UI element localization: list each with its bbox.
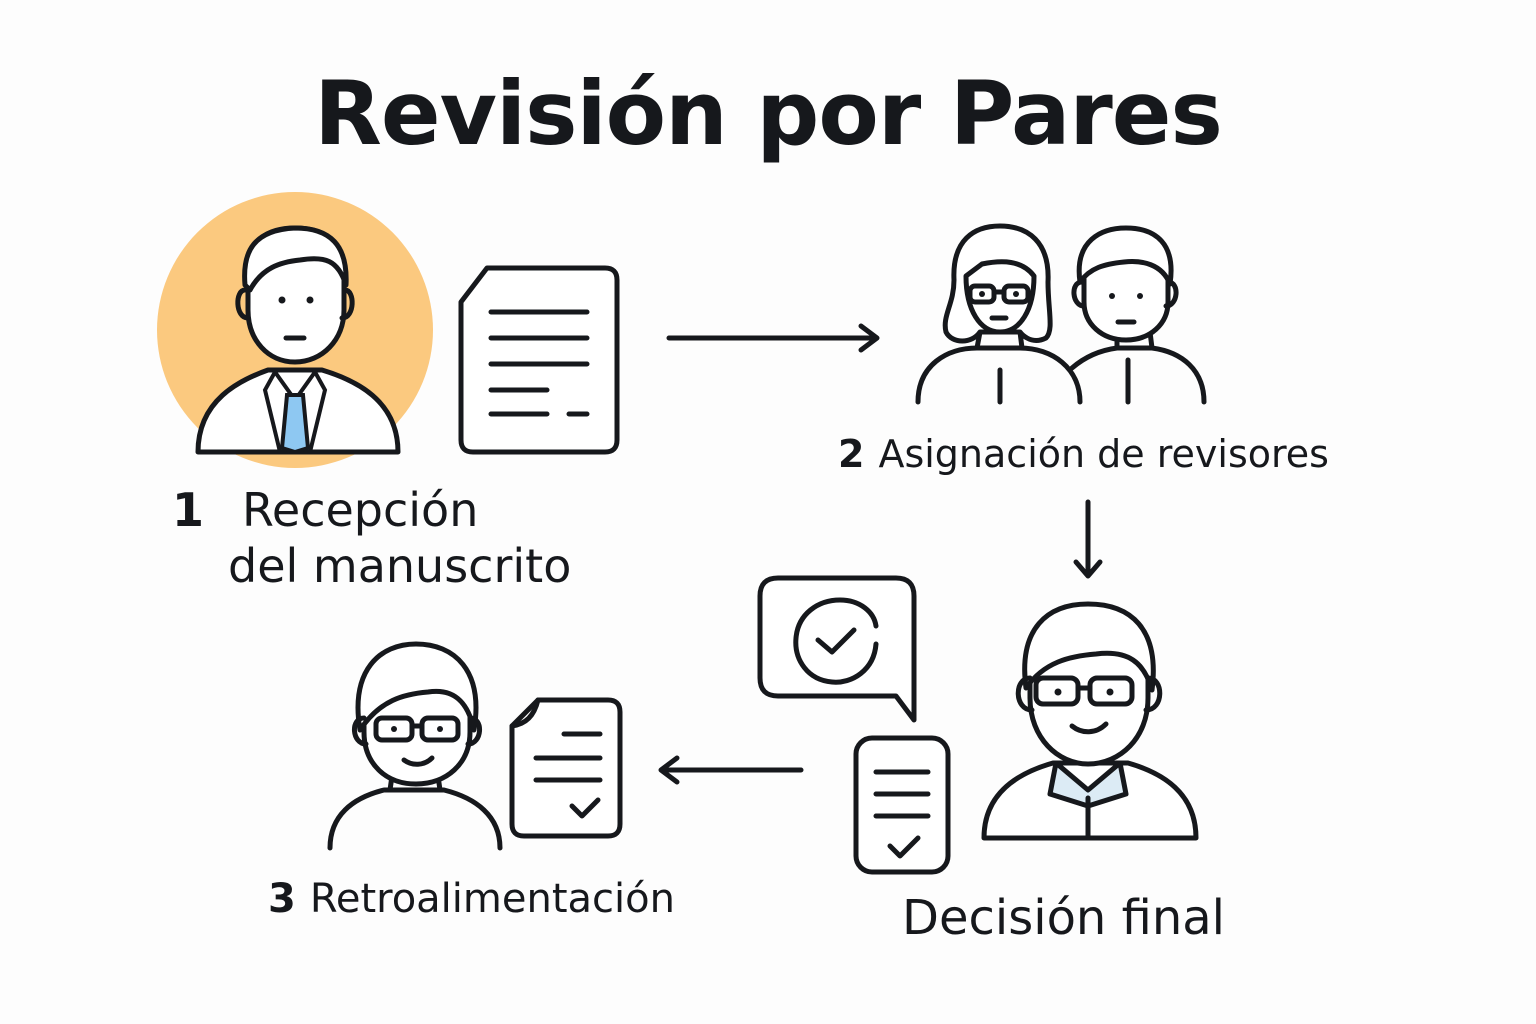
arrow-left — [658, 755, 804, 785]
step-1-label-line1: Recepción — [242, 483, 479, 537]
author-icon — [157, 192, 433, 468]
step-2-label-text: Asignación de revisores — [878, 432, 1329, 476]
page-title: Revisión por Pares — [314, 62, 1223, 165]
step-1-label-line2: del manuscrito — [228, 539, 572, 593]
step-2-number: 2 — [838, 432, 865, 476]
final-decision-label: Decisión final — [902, 890, 1226, 946]
arrow-right — [666, 323, 880, 353]
step-3-label: 3 Retroalimentación — [268, 876, 675, 922]
step-3-label-text: Retroalimentación — [309, 876, 675, 922]
step-3-number: 3 — [268, 876, 296, 922]
step-1-label: 1 Recepción del manuscrito — [172, 482, 571, 594]
reviewers-icon — [915, 223, 1207, 405]
arrow-down — [1073, 499, 1103, 579]
approval-bubble-icon — [757, 575, 917, 723]
feedback-document-icon — [509, 697, 623, 839]
editor-icon — [981, 601, 1199, 841]
step-1-number: 1 — [172, 483, 205, 537]
checked-document-icon — [853, 735, 951, 875]
reviewer-feedback-icon — [327, 641, 503, 851]
step-2-label: 2 Asignación de revisores — [838, 432, 1329, 476]
manuscript-icon — [458, 265, 620, 455]
